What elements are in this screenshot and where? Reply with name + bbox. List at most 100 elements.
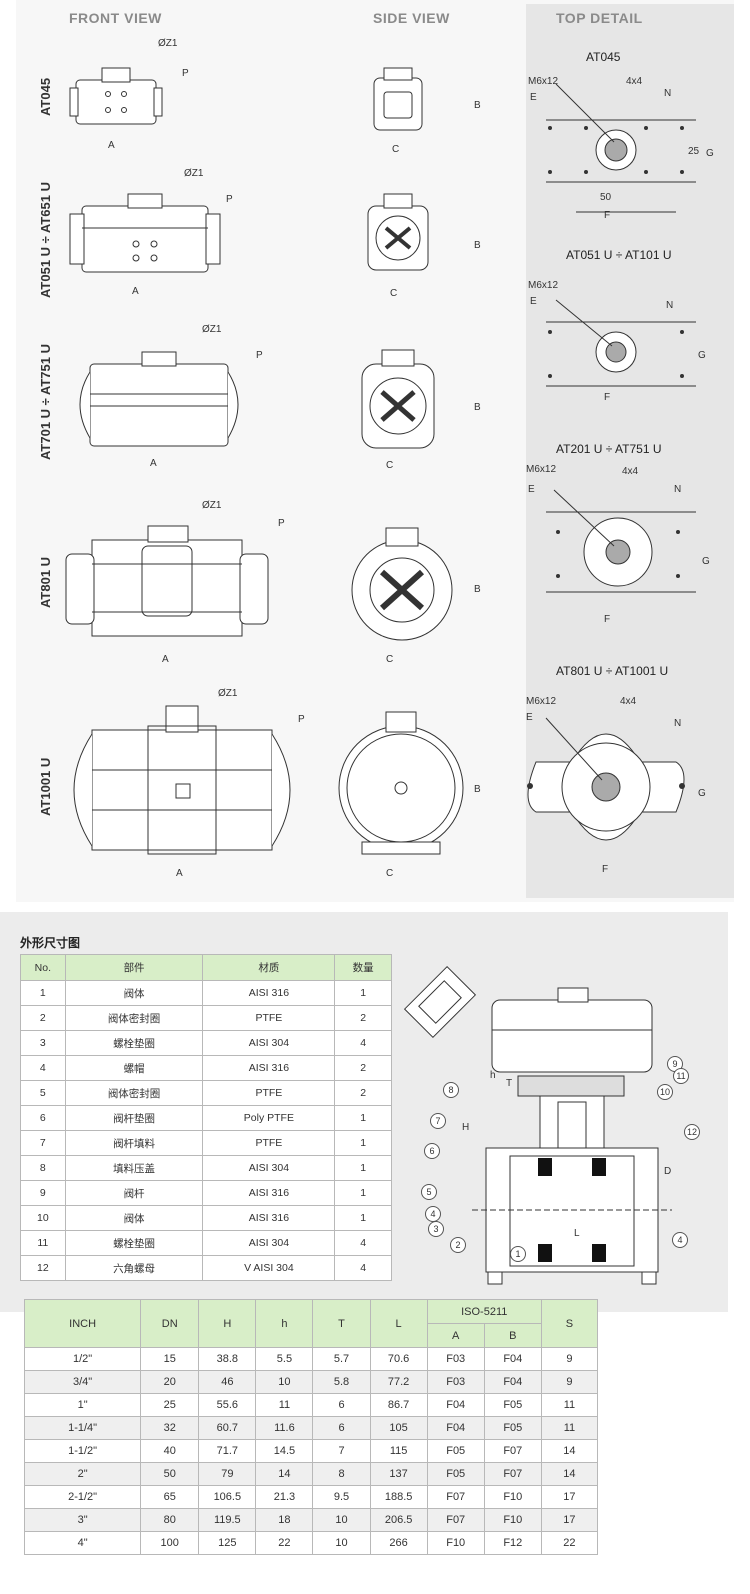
col-inch: INCH	[23, 1299, 142, 1348]
callout-3: 3	[428, 1221, 444, 1237]
table-cell: 14	[540, 1439, 599, 1463]
table-cell: 1	[334, 1130, 392, 1156]
callout-2: 2	[450, 1237, 466, 1253]
dim-a-4: A	[162, 654, 169, 665]
table-cell: 填料压盖	[64, 1155, 204, 1181]
table-cell: 14	[255, 1462, 314, 1486]
dim-g-3: G	[702, 556, 710, 567]
dim-m6x12-3: M6x12	[526, 464, 557, 475]
table-cell: 17	[540, 1508, 599, 1532]
table-cell: 5.8	[312, 1370, 371, 1394]
table-cell: 阀体	[64, 980, 204, 1006]
table-cell: AISI 316	[202, 1055, 336, 1081]
dim-f-4: F	[602, 864, 609, 875]
front-view-at701	[66, 348, 250, 452]
table-cell: F12	[483, 1531, 542, 1555]
table-cell: 2	[334, 1080, 392, 1106]
side-view-at051	[358, 190, 438, 280]
table-cell: F04	[426, 1393, 485, 1417]
table-cell: 2	[334, 1005, 392, 1031]
dim-m6x12: M6x12	[528, 76, 559, 87]
dim-a-3: A	[150, 458, 157, 469]
dim-label-h-upper: H	[462, 1122, 470, 1133]
dim-c-5: C	[386, 868, 394, 879]
table-cell: 1	[334, 1180, 392, 1206]
table-cell: 4	[334, 1230, 392, 1256]
table-cell: 206.5	[369, 1508, 428, 1532]
table-cell: 77.2	[369, 1370, 428, 1394]
col-material: 材质	[202, 954, 336, 981]
table-cell: F04	[483, 1370, 542, 1394]
table-cell: 螺栓垫圈	[64, 1230, 204, 1256]
dim-c-3: C	[386, 460, 394, 471]
callout-4b: 4	[672, 1232, 688, 1248]
table-cell: 70.6	[369, 1347, 428, 1371]
col-qty: 数量	[334, 954, 392, 981]
table-cell: 40	[140, 1439, 200, 1463]
table-cell: F10	[426, 1531, 485, 1555]
table-cell: F07	[426, 1508, 485, 1532]
table-cell: 1	[334, 1155, 392, 1181]
dim-b-5: B	[474, 784, 481, 795]
table-cell: F05	[483, 1416, 542, 1440]
table-cell: 11	[20, 1230, 66, 1256]
col-dn: DN	[140, 1299, 200, 1348]
table-cell: 10	[20, 1205, 66, 1231]
table-cell: 266	[369, 1531, 428, 1555]
row-label-at801: AT801 U	[38, 556, 53, 608]
table-cell: F04	[483, 1347, 542, 1371]
table-cell: 2	[20, 1005, 66, 1031]
table-cell: 1/2"	[23, 1347, 142, 1371]
table-header-row: No. 部件 材质 数量	[20, 954, 392, 981]
dim-n: N	[664, 88, 672, 99]
valve-cross-section-drawing	[400, 952, 700, 1262]
table-cell: 2	[334, 1055, 392, 1081]
table-cell: 6	[20, 1105, 66, 1131]
table-cell: 79	[198, 1462, 257, 1486]
front-view-at045	[66, 60, 166, 130]
callout-11: 11	[673, 1068, 689, 1084]
dim-c: C	[392, 144, 400, 155]
dim-f: F	[604, 210, 611, 221]
dim-f-3: F	[604, 614, 611, 625]
table-cell: 螺栓垫圈	[64, 1030, 204, 1056]
dim-label-d: D	[664, 1166, 672, 1177]
table-cell: 7	[20, 1130, 66, 1156]
table-cell: 55.6	[198, 1393, 257, 1417]
dim-m6x12-2: M6x12	[528, 280, 559, 291]
table-cell: AISI 316	[202, 1205, 336, 1231]
dim-z1: ØZ1	[158, 38, 178, 49]
table-cell: 10	[312, 1508, 371, 1532]
table-cell: F10	[483, 1485, 542, 1509]
table-cell: 4	[334, 1030, 392, 1056]
table-cell: 21.3	[255, 1485, 314, 1509]
side-view-heading: SIDE VIEW	[373, 10, 450, 26]
table-cell: 阀杆	[64, 1180, 204, 1206]
dim-e-3: E	[528, 484, 535, 495]
table-cell: F03	[426, 1347, 485, 1371]
dim-4x4-3: 4x4	[622, 466, 639, 477]
front-view-at051	[66, 188, 226, 278]
dim-b: B	[474, 100, 481, 111]
dim-c-2: C	[390, 288, 398, 299]
table-cell: 2"	[23, 1462, 142, 1486]
table-cell: PTFE	[202, 1080, 336, 1106]
table-cell: 4	[20, 1055, 66, 1081]
dim-25: 25	[688, 146, 700, 157]
dim-p-3: P	[256, 350, 263, 361]
dim-a-5: A	[176, 868, 183, 879]
table-cell: 5.7	[312, 1347, 371, 1371]
dim-n-4: N	[674, 718, 682, 729]
